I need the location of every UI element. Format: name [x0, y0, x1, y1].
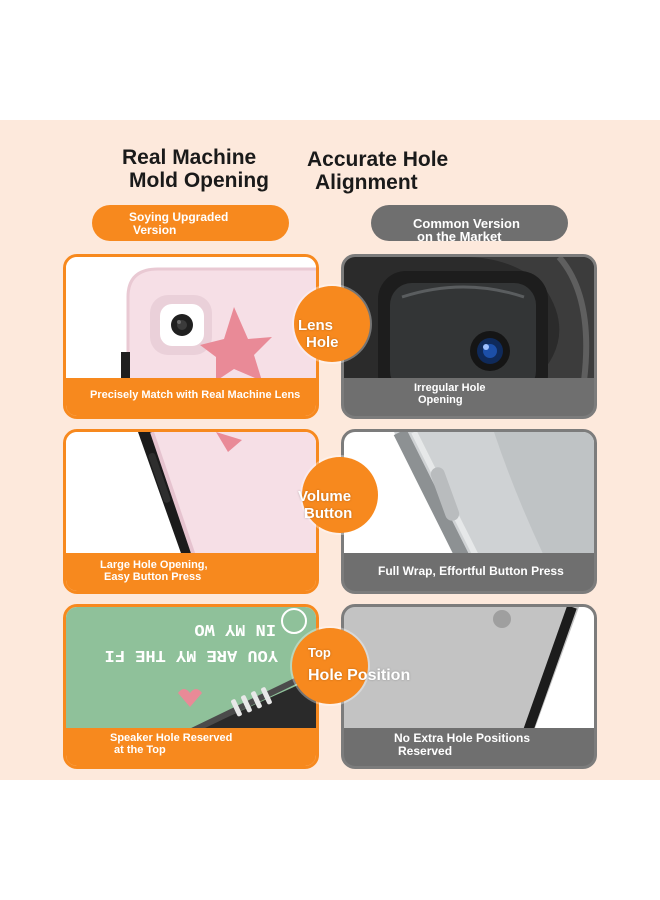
top-hole-badge-text: Top Hole Position	[308, 645, 411, 684]
lens-hole-common-card: Irregular Hole Opening	[341, 254, 597, 419]
top-hole-common-card: No Extra Hole Positions Reserved	[341, 604, 597, 769]
lens-hole-upgraded-caption: Precisely Match with Real Machine Lens	[66, 378, 316, 416]
lens-hole-badge	[294, 286, 370, 362]
comparison-panel: Real Machine Mold Opening Accurate Hole …	[0, 120, 660, 780]
volume-button-common-card: Full Wrap, Effortful Button Press	[341, 429, 597, 594]
title-hole-alignment: Accurate Hole Alignment	[307, 148, 449, 194]
top-hole-upgraded-card: IN MY WO YOU ARE MY THE FI Speaker Hole …	[63, 604, 319, 769]
lens-hole-common-photo	[344, 257, 594, 381]
lens-hole-upgraded-photo	[66, 257, 316, 381]
lens-hole-badge-text: Lens Hole	[298, 317, 339, 351]
lens-hole-common-caption: Irregular Hole Opening	[344, 378, 594, 416]
common-version-label: Common Version on the Market	[371, 205, 568, 241]
top-hole-upgraded-caption: Speaker Hole Reserved at the Top	[66, 728, 316, 766]
volume-button-upgraded-photo	[66, 432, 316, 556]
top-hole-common-photo	[344, 607, 594, 731]
volume-button-upgraded-card: Large Hole Opening, Easy Button Press	[63, 429, 319, 594]
top-hole-common-caption: No Extra Hole Positions Reserved	[344, 728, 594, 766]
volume-button-common-photo	[344, 432, 594, 556]
top-hole-upgraded-photo: IN MY WO YOU ARE MY THE FI	[66, 607, 316, 731]
volume-button-upgraded-caption: Large Hole Opening, Easy Button Press	[66, 553, 316, 591]
case-print-text-2: YOU ARE MY THE FI	[105, 645, 278, 664]
volume-button-common-caption: Full Wrap, Effortful Button Press	[344, 553, 594, 591]
top-hole-badge	[292, 628, 368, 704]
title-mold-opening: Real Machine Mold Opening	[122, 146, 269, 192]
volume-button-badge	[302, 457, 378, 533]
lens-hole-upgraded-card: Precisely Match with Real Machine Lens	[63, 254, 319, 419]
case-print-text-1: IN MY WO	[194, 619, 276, 638]
upgraded-version-label: Soying Upgraded Version	[92, 205, 289, 241]
volume-button-badge-text: Volume Button	[298, 488, 353, 522]
